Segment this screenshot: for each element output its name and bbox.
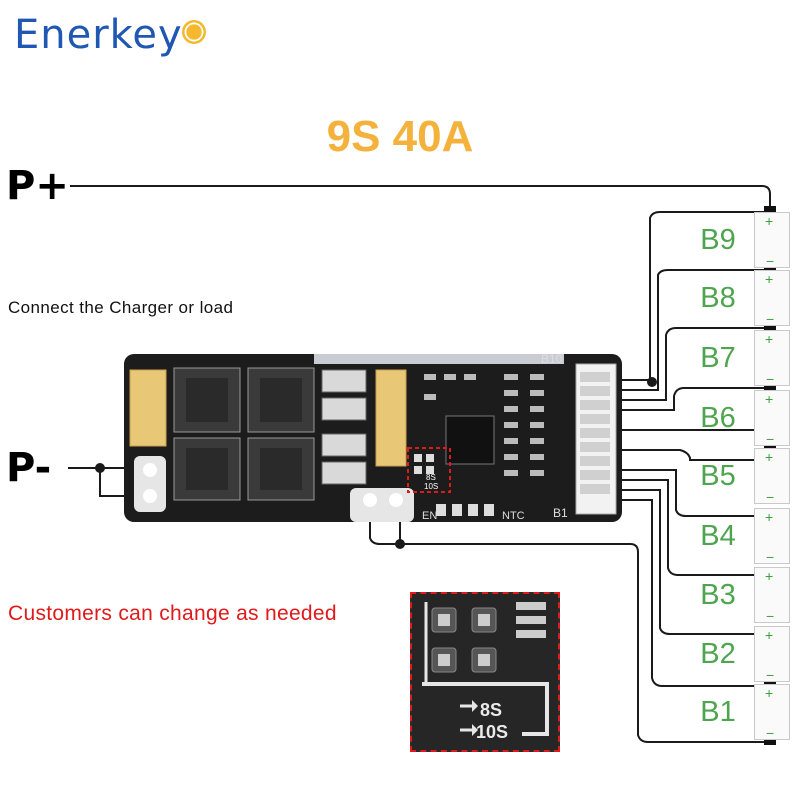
- zoom-label-10s: 10S: [476, 722, 509, 742]
- page-title: 9S 40A: [326, 112, 474, 161]
- cell-label-b7: B7: [700, 342, 736, 374]
- board-select-8s: 8S: [426, 473, 436, 482]
- cell-label-b6: B6: [700, 402, 736, 434]
- cell-label-b4: B4: [700, 520, 736, 552]
- zoom-inset: [410, 592, 560, 752]
- cell-label-b9: B9: [700, 224, 736, 256]
- cell-label-b8: B8: [700, 282, 736, 314]
- change-note: Customers can change as needed: [8, 602, 337, 625]
- board-b1-label: B1: [553, 506, 568, 520]
- sun-icon: [182, 20, 206, 44]
- board-ntc-label: NTC: [502, 510, 525, 522]
- cell-b1: +−: [754, 684, 790, 741]
- cell-label-b2: B2: [700, 638, 736, 670]
- board-en-label: EN: [422, 510, 438, 522]
- zoom-detail: [412, 594, 558, 750]
- cell-b6: +−: [754, 390, 790, 447]
- cell-b4: +−: [754, 508, 790, 565]
- cell-b9: +−: [754, 212, 790, 269]
- cell-b8: +−: [754, 270, 790, 327]
- cell-b3: +−: [754, 567, 790, 624]
- board-select-10s: 10S: [424, 482, 439, 491]
- cell-label-b3: B3: [700, 579, 736, 611]
- zoom-label-8s: 8S: [480, 700, 503, 720]
- bms-board: [124, 354, 622, 522]
- cell-label-b1: B1: [700, 696, 736, 728]
- board-b10-label: B10: [541, 352, 563, 366]
- cell-b5: +−: [754, 448, 790, 505]
- cell-label-b5: B5: [700, 460, 736, 492]
- brand-logo: Enerkey: [14, 12, 183, 58]
- charger-note: Connect the Charger or load: [8, 298, 234, 317]
- p-plus-label: P+: [6, 163, 69, 209]
- cell-b2: +−: [754, 626, 790, 683]
- p-minus-label: P-: [6, 445, 52, 491]
- cell-b7: +−: [754, 330, 790, 387]
